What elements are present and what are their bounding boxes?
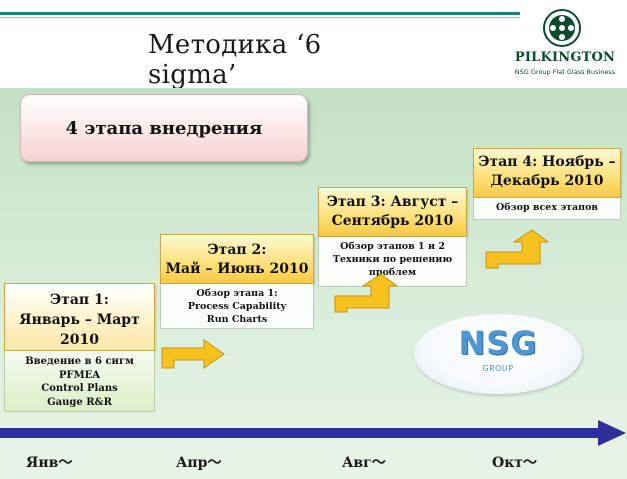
stage-3-item: проблем	[368, 267, 417, 278]
stage-1-item: Gauge R&R	[47, 396, 112, 408]
stage-2-item: Process Capability	[187, 301, 287, 312]
timeline-label-apr: Апр〜	[176, 455, 222, 471]
step-arrow-icon	[334, 273, 399, 313]
stage-4-period: Декабрь 2010	[490, 173, 604, 189]
stage-4-header: Этап 4: Ноябрь – Декабрь 2010	[473, 148, 621, 198]
stage-4-title: Этап 4: Ноябрь –	[478, 154, 616, 170]
stage-3-header: Этап 3: Август – Сентябрь 2010	[318, 187, 467, 237]
header-rule	[0, 12, 520, 15]
pilkington-emblem-icon	[543, 9, 581, 47]
stage-1-year: 2010	[60, 332, 99, 348]
stage-1-item: PFMEA	[58, 369, 101, 381]
stage-3-item: Техники по решению	[332, 254, 453, 265]
logo-brand: PILKINGTON	[514, 50, 616, 65]
stage-1-item: Введение в 6 сигм	[25, 356, 134, 367]
stage-4: Этап 4: Ноябрь – Декабрь 2010 Обзор всех…	[473, 148, 621, 220]
stage-4-item: Обзор всех этапов	[495, 202, 599, 213]
stage-3-item: Обзор этапов 1 и 2	[340, 241, 445, 252]
stage-3: Этап 3: Август – Сентябрь 2010 Обзор эта…	[318, 187, 467, 287]
stage-1-item: Control Plans	[41, 383, 118, 394]
step-arrow-icon	[161, 339, 225, 369]
stage-2: Этап 2: Май – Июнь 2010 Обзор этапа 1: P…	[160, 234, 314, 329]
pilkington-logo: PILKINGTON NSG Group Flat Glass Business	[506, 6, 624, 82]
logo-tagline: NSG Group Flat Glass Business	[514, 68, 616, 76]
stage-2-content: Обзор этапа 1: Process Capability Run Ch…	[160, 284, 314, 329]
stage-2-period: Май – Июнь 2010	[165, 261, 309, 277]
nsg-logo-text: NSG	[458, 324, 538, 362]
stage-3-title: Этап 3: Август –	[326, 194, 459, 210]
nsg-group-logo: NSG GROUP	[414, 314, 582, 394]
timeline-arrow-icon	[0, 420, 626, 446]
stage-2-title: Этап 2:	[207, 242, 267, 258]
stage-1-header: Этап 1: Январь – Март 2010	[4, 283, 155, 351]
stage-1-content: Введение в 6 сигм PFMEA Control Plans Ga…	[4, 351, 155, 412]
slide-title: Методика ‘6 sigma’	[148, 30, 322, 90]
stage-1: Этап 1: Январь – Март 2010 Введение в 6 …	[4, 283, 155, 412]
stage-2-item: Run Charts	[206, 314, 268, 325]
nsg-logo-group: GROUP	[482, 364, 514, 373]
timeline-label-jan: Янв〜	[26, 455, 73, 471]
step-arrow-icon	[485, 229, 550, 269]
stage-2-item: Обзор этапа 1:	[196, 288, 278, 299]
header-rule-thin	[0, 17, 520, 18]
timeline-label-oct: Окт〜	[492, 455, 537, 471]
stages-count-badge: 4 этапа внедрения	[20, 94, 308, 162]
timeline-label-aug: Авг〜	[342, 455, 386, 471]
stage-1-period: Январь – Март	[19, 312, 140, 328]
stage-1-title: Этап 1:	[50, 292, 109, 308]
stage-3-period: Сентябрь 2010	[331, 213, 454, 229]
stage-3-content: Обзор этапов 1 и 2 Техники по решению пр…	[318, 237, 467, 287]
stage-4-content: Обзор всех этапов	[473, 198, 621, 220]
stage-2-header: Этап 2: Май – Июнь 2010	[160, 234, 314, 284]
